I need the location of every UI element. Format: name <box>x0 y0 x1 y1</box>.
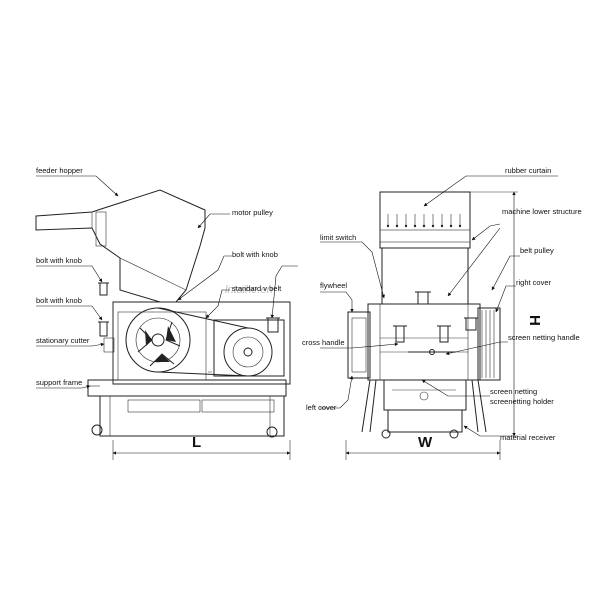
label-support-frame: support frame <box>36 378 82 387</box>
label-standard-v-belt: standard v belt <box>232 284 282 293</box>
dimension-height: H <box>526 315 543 326</box>
label-screenetting-holder: screenetting holder <box>490 397 554 406</box>
label-cross-handle: cross handle <box>302 338 345 347</box>
label-stationary-cutter: stationary cutter <box>36 336 90 345</box>
front-body <box>367 303 481 381</box>
label-bolt-with-knob-top: bolt with knob <box>36 256 82 265</box>
rotor-circle <box>125 307 191 373</box>
dimension-length: L <box>192 434 201 451</box>
label-screen-netting: screen netting <box>490 387 537 396</box>
label-feeder-hopper: feeder hopper <box>36 166 83 175</box>
label-flywheel: flywheel <box>320 281 347 290</box>
dimension-lines <box>112 191 518 460</box>
label-bolt-with-knob-mid: bolt with knob <box>36 296 82 305</box>
material-receiver-shape <box>387 409 463 433</box>
leader-lines <box>36 175 558 437</box>
label-rubber-curtain: rubber curtain <box>505 166 551 175</box>
label-motor-pulley: motor pulley <box>232 208 273 217</box>
label-belt-pulley: belt pulley <box>520 246 554 255</box>
rubber-curtain-shape <box>386 214 462 228</box>
support-frame-shape <box>87 379 287 397</box>
feeder-hopper-shape <box>35 189 206 303</box>
label-screen-netting-handle: screen netting handle <box>508 333 580 342</box>
v-belt-shape <box>157 307 249 377</box>
watermark: lntaihe.en <box>225 284 273 296</box>
side-view <box>35 189 291 438</box>
label-left-cover: left cover <box>306 403 337 412</box>
dimension-width: W <box>418 434 433 451</box>
label-material-receiver: material receiver <box>500 433 556 442</box>
label-bolt-with-knob-right: bolt with knob <box>232 250 278 259</box>
right-cover-shape <box>477 307 501 381</box>
top-hopper-block <box>379 191 471 249</box>
left-cover-shape <box>347 311 371 379</box>
label-machine-lower-structure: machine lower structure <box>502 207 582 216</box>
front-view <box>347 191 501 439</box>
motor-pulley-shape <box>223 327 273 377</box>
label-limit-switch: limit switch <box>320 233 356 242</box>
label-right-cover: right cover <box>516 278 552 287</box>
